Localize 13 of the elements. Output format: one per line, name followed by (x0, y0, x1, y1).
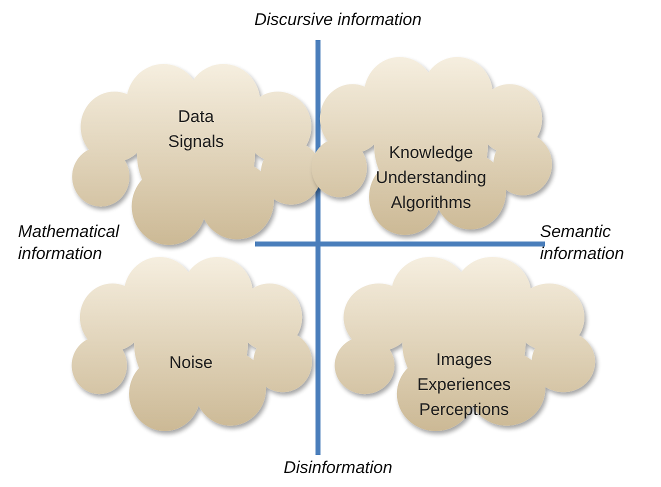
cloud-label: Algorithms (390, 192, 472, 214)
cloud-label: Noise (169, 352, 213, 374)
axis-label: Mathematical information (18, 221, 120, 265)
axis-label: Discursive information (253, 9, 423, 31)
cloud-label: Knowledge (388, 142, 474, 164)
axis-label: Semantic information (540, 221, 626, 265)
cloud-label: Images (436, 349, 492, 371)
axis-label: Disinformation (282, 457, 394, 479)
cloud-label: Understanding (376, 167, 486, 189)
cloud-label: Experiences (417, 374, 511, 396)
cloud-label: Perceptions (419, 399, 509, 421)
cloud-label: Data (178, 106, 214, 128)
cloud-label: Signals (168, 131, 224, 153)
